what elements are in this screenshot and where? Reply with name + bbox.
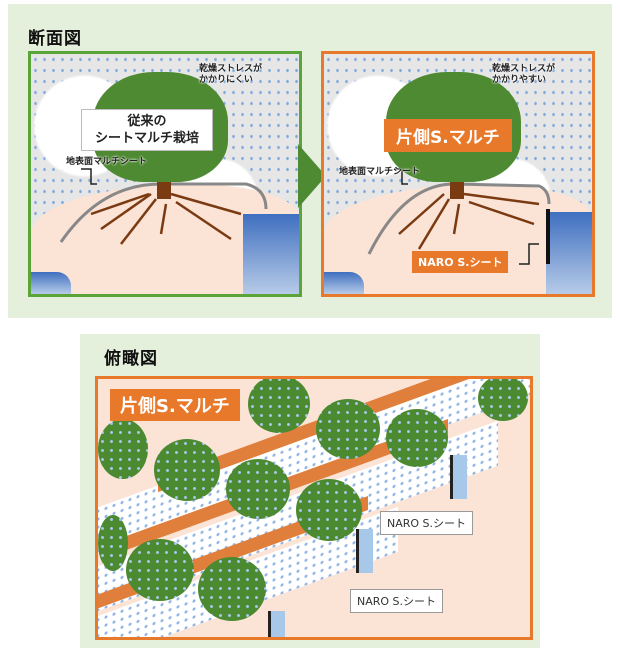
- naro-sheet-label: NARO S.シート: [412, 251, 509, 273]
- conventional-mulch-diagram: 従来の シートマルチ栽培 乾燥ストレスがかかりにくい 地表面マルチシート: [28, 51, 302, 297]
- mulch-sheet-arc: [367, 168, 551, 265]
- naro-sheet-icon: [450, 455, 467, 499]
- tree: [226, 459, 290, 519]
- tree: [386, 409, 448, 467]
- groundwater-right: [243, 214, 299, 294]
- roots-icon: [90, 192, 242, 245]
- tree: [126, 539, 194, 601]
- cross-section-panel: 断面図 従来の シートマルチ栽培 乾燥ストレスがかかりにくい 地表面マルチシート: [8, 4, 612, 318]
- groundwater-right: [546, 212, 592, 294]
- tree: [154, 439, 220, 501]
- section-title-overhead: 俯瞰図: [104, 349, 158, 369]
- mulch-sheet-arc: [59, 168, 268, 245]
- roots-icon: [398, 192, 540, 250]
- one-side-mulch-tag: 片側S.マルチ: [110, 389, 240, 421]
- one-side-mulch-diagram: 片側S.マルチ 乾燥ストレスがかかりやすい 地表面マルチシート NARO S.シ…: [321, 51, 595, 297]
- tree: [478, 379, 528, 421]
- overhead-diagram: 片側S.マルチ NARO S.シート NARO S.シート: [95, 376, 533, 640]
- tree: [98, 515, 128, 571]
- naro-sheet-icon: [268, 611, 285, 637]
- tree: [248, 379, 310, 433]
- naro-sheet-callout-1: NARO S.シート: [380, 511, 474, 535]
- tree: [198, 557, 266, 621]
- groundwater-left: [324, 272, 364, 294]
- conventional-label: 従来の シートマルチ栽培: [81, 109, 213, 151]
- naro-sheet-callout-2: NARO S.シート: [350, 589, 444, 613]
- tree: [296, 479, 362, 541]
- groundwater-left: [31, 272, 71, 294]
- one-side-mulch-label: 片側S.マルチ: [384, 119, 512, 152]
- naro-sheet-icon: [356, 529, 373, 573]
- drought-note: 乾燥ストレスがかかりやすい: [492, 64, 556, 85]
- overhead-panel: 俯瞰図 片側S.マルチ NARO S.シート NARO S.シート: [80, 334, 540, 648]
- drought-note: 乾燥ストレスがかかりにくい: [199, 64, 263, 85]
- mulch-sheet-label: 地表面マルチシート: [66, 157, 148, 167]
- mulch-sheet-label: 地表面マルチシート: [339, 167, 421, 177]
- tree: [316, 399, 380, 459]
- section-title-cross: 断面図: [28, 29, 82, 49]
- tree: [98, 419, 148, 479]
